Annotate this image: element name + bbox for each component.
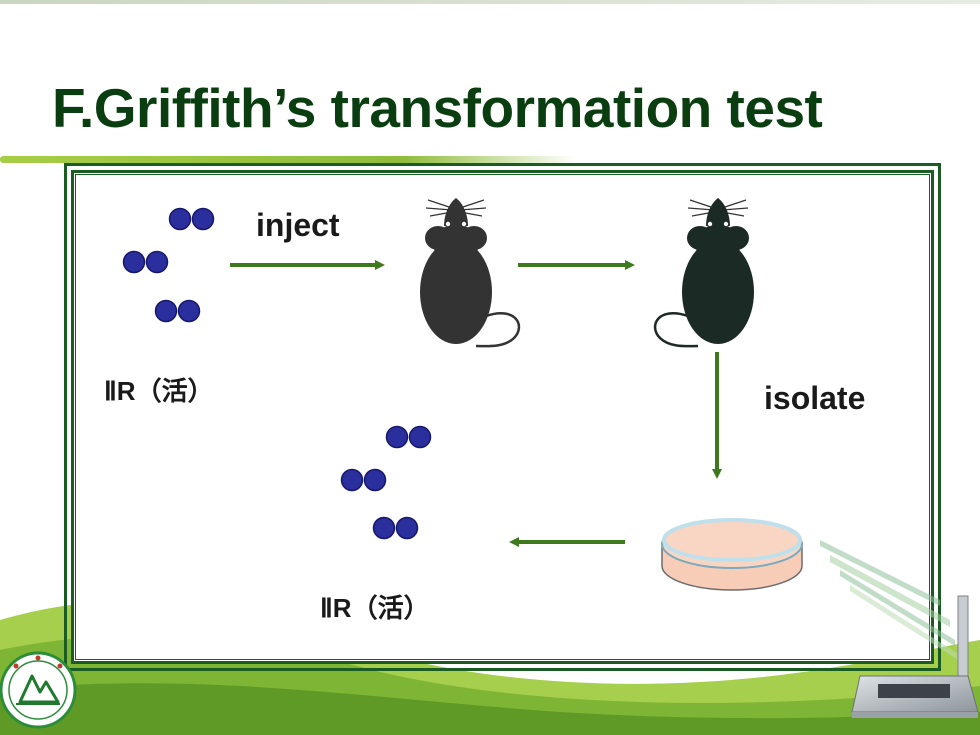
mouse-icon — [420, 198, 521, 348]
diplococcus-icon — [122, 250, 169, 274]
diplococcus-icon — [385, 425, 432, 449]
bacteria-group-bottom — [340, 425, 432, 540]
top-rule — [0, 0, 980, 4]
university-logo-icon — [0, 651, 77, 729]
diplococcus-icon — [372, 516, 419, 540]
label-strain-top: ⅡR（活） — [104, 376, 214, 406]
laptop-icon — [851, 595, 979, 718]
diagram-frame-inner-line — [75, 174, 930, 660]
label-isolate: isolate — [764, 380, 866, 416]
bacteria-group-top — [122, 207, 215, 323]
slide-title: F.Griffith’s transformation test — [52, 77, 823, 139]
mouse-icon — [653, 198, 754, 348]
diagram-frame-inner — [71, 170, 934, 664]
label-strain-bottom: ⅡR（活） — [320, 593, 430, 623]
diplococcus-icon — [340, 468, 387, 492]
diplococcus-icon — [168, 207, 215, 231]
title-underline — [0, 156, 576, 163]
petri-dish-icon — [661, 518, 803, 591]
label-inject: inject — [256, 207, 340, 243]
diplococcus-icon — [154, 299, 201, 323]
decorative-stripes — [820, 540, 960, 661]
diagram-frame-outer — [64, 163, 941, 671]
